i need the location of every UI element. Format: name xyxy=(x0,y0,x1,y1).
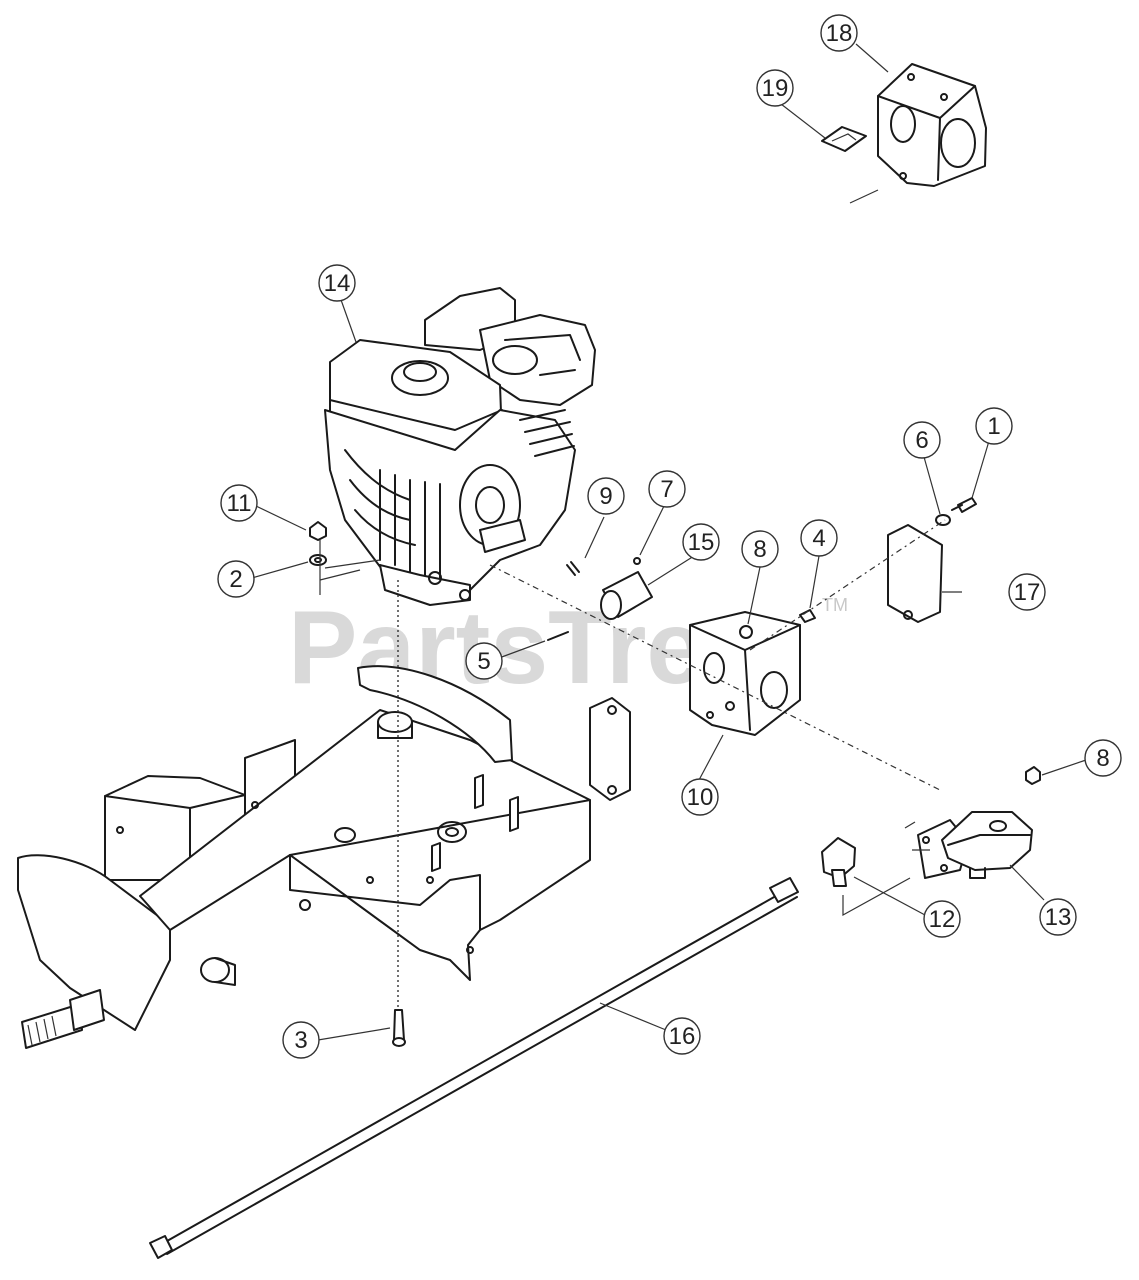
callout-15: 15 xyxy=(682,523,720,561)
callout-7: 7 xyxy=(648,470,686,508)
callout-18: 18 xyxy=(820,14,858,52)
callout-14: 14 xyxy=(318,264,356,302)
part-nut-8b xyxy=(1025,766,1041,785)
part-bolt-1 xyxy=(951,497,977,513)
callout-1: 1 xyxy=(975,407,1013,445)
callout-9: 9 xyxy=(587,477,625,515)
callout-16: 16 xyxy=(663,1017,701,1055)
part-pin-9 xyxy=(566,561,580,576)
assembly-lines xyxy=(319,519,946,791)
callout-leaders xyxy=(251,43,1087,1041)
part-screw-7 xyxy=(633,557,641,565)
callout-11: 11 xyxy=(220,484,258,522)
callout-2: 2 xyxy=(217,560,255,598)
part-hose-16 xyxy=(149,877,799,1259)
part-pump-13 xyxy=(904,811,1033,879)
svg-text:1: 1 xyxy=(987,413,1000,440)
callouts: 18 19 14 1 6 11 9 7 xyxy=(217,14,1122,1059)
svg-text:13: 13 xyxy=(1045,904,1072,931)
svg-text:7: 7 xyxy=(660,476,673,503)
svg-text:12: 12 xyxy=(929,906,956,933)
callout-17: 17 xyxy=(1008,573,1046,611)
callout-19: 19 xyxy=(756,69,794,107)
svg-text:18: 18 xyxy=(826,20,853,47)
callout-6: 6 xyxy=(903,421,941,459)
callout-10: 10 xyxy=(681,778,719,816)
watermark-trademark: TM xyxy=(822,595,848,615)
part-plate-19 xyxy=(821,126,867,152)
svg-text:8: 8 xyxy=(1096,745,1109,772)
part-washer-2 xyxy=(309,554,327,566)
svg-text:17: 17 xyxy=(1014,579,1041,606)
part-coupler-15 xyxy=(600,571,653,620)
part-shroud-18 xyxy=(849,63,987,204)
callout-4: 4 xyxy=(800,519,838,557)
svg-text:14: 14 xyxy=(324,270,351,297)
part-key-5 xyxy=(547,631,569,641)
svg-text:5: 5 xyxy=(477,648,490,675)
callout-12: 12 xyxy=(923,900,961,938)
svg-text:4: 4 xyxy=(812,525,825,552)
part-bolt-3 xyxy=(392,580,406,1047)
svg-text:2: 2 xyxy=(229,566,242,593)
svg-text:3: 3 xyxy=(294,1027,307,1054)
part-washer-6 xyxy=(935,514,951,526)
svg-text:11: 11 xyxy=(227,490,252,517)
svg-text:10: 10 xyxy=(687,784,714,811)
part-fitting-12 xyxy=(821,837,911,917)
callout-5: 5 xyxy=(465,642,503,680)
part-engine-14 xyxy=(324,287,596,606)
svg-text:15: 15 xyxy=(688,529,715,556)
svg-text:19: 19 xyxy=(762,75,789,102)
part-bracket-10 xyxy=(589,611,801,801)
svg-text:9: 9 xyxy=(599,483,612,510)
callout-8-right: 8 xyxy=(1084,739,1122,777)
part-frame xyxy=(17,665,591,1049)
callout-3: 3 xyxy=(282,1021,320,1059)
part-nut-11 xyxy=(309,521,327,541)
svg-text:6: 6 xyxy=(915,427,928,454)
part-plate-17 xyxy=(887,524,962,623)
callout-8-top: 8 xyxy=(741,530,779,568)
svg-text:16: 16 xyxy=(669,1023,696,1050)
callout-13: 13 xyxy=(1039,898,1077,936)
svg-text:8: 8 xyxy=(753,536,766,563)
